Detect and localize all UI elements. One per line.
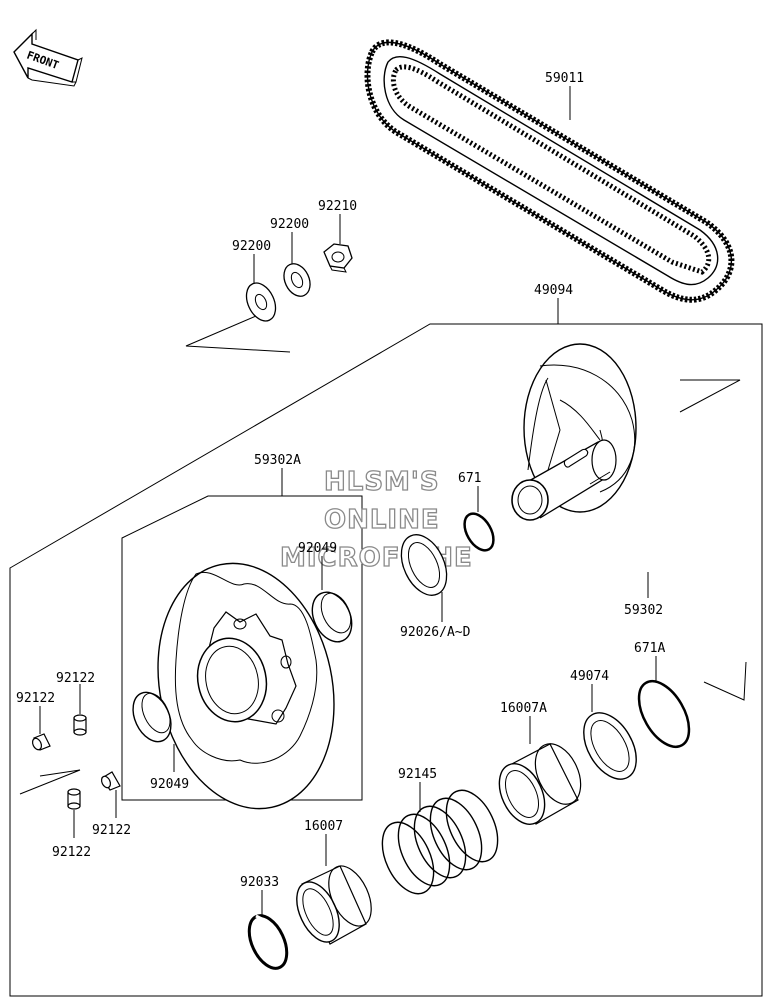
spring-seat-lower <box>296 865 372 945</box>
part-label-92200-lower: 92200 <box>232 239 271 254</box>
washer-large <box>245 282 277 322</box>
part-label-92026: 92026/A~D <box>400 625 471 640</box>
spring-seat-upper <box>498 743 582 825</box>
assembly-boundary <box>9 323 763 997</box>
watermark: HLSM'S ONLINE MICROFICHE <box>279 466 473 573</box>
part-label-16007: 16007 <box>304 819 343 834</box>
part-label-92033: 92033 <box>240 875 279 890</box>
watermark-line-2: ONLINE <box>324 505 440 535</box>
roller-pin-c <box>100 771 121 791</box>
roller-pin-b <box>73 714 87 736</box>
part-label-59011: 59011 <box>545 71 584 86</box>
seal-ring <box>583 712 637 780</box>
part-label-92200-upper: 92200 <box>270 217 309 232</box>
part-label-92122-upper: 92122 <box>56 671 95 686</box>
coil-spring <box>381 789 499 895</box>
part-label-59302: 59302 <box>624 603 663 618</box>
fixed-sheave <box>511 343 741 521</box>
roller-pin-d <box>67 788 81 810</box>
washer-small <box>283 263 311 297</box>
part-label-16007A: 16007A <box>500 701 547 716</box>
part-label-92049-upper: 92049 <box>298 541 337 556</box>
o-ring-671a <box>637 680 691 748</box>
sub-assembly-boundary <box>121 495 363 801</box>
watermark-line-1: HLSM'S <box>324 467 440 497</box>
part-label-671A: 671A <box>634 641 665 656</box>
movable-sheave <box>157 562 335 810</box>
o-ring <box>463 512 495 552</box>
hex-nut <box>323 243 353 273</box>
part-label-92122-left: 92122 <box>16 691 55 706</box>
part-label-49094: 49094 <box>534 283 573 298</box>
part-label-59302A: 59302A <box>254 453 301 468</box>
shim <box>400 534 448 596</box>
part-label-92145: 92145 <box>398 767 437 782</box>
bushing-upper <box>311 591 353 643</box>
part-label-92210: 92210 <box>318 199 357 214</box>
watermark-line-3: MICROFICHE <box>280 543 473 573</box>
part-label-49074: 49074 <box>570 669 609 684</box>
part-label-671: 671 <box>458 471 481 486</box>
front-arrow-icon: FRONT <box>13 28 83 87</box>
bushing-lower <box>132 691 172 743</box>
part-label-92122-lower: 92122 <box>52 845 91 860</box>
roller-pin-a <box>31 733 51 751</box>
part-label-92049-lower: 92049 <box>150 777 189 792</box>
snap-ring <box>247 914 289 970</box>
part-label-92122-right: 92122 <box>92 823 131 838</box>
drive-belt <box>364 39 735 303</box>
